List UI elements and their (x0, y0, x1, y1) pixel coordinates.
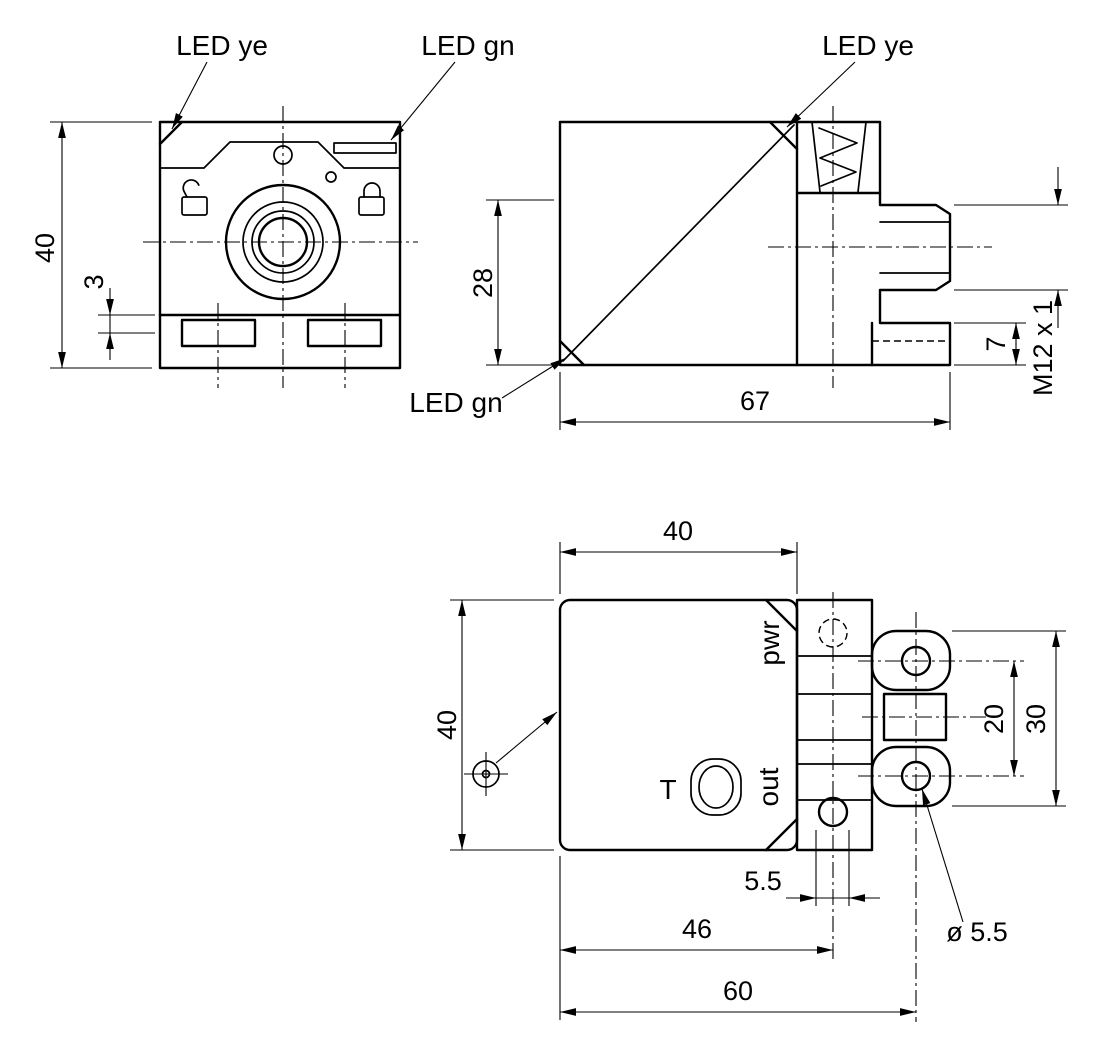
side-dim-foot-height: 7 (954, 322, 1026, 366)
side-centerlines (768, 106, 992, 388)
pwr-led-label: pwr (754, 620, 785, 665)
top-dim-slot-width: 5.5 (744, 830, 880, 906)
front-dim-height-value: 40 (30, 233, 60, 263)
front-led-gn-callout: LED gn (390, 30, 515, 141)
side-led-gn-label: LED gn (409, 387, 502, 418)
side-led-ye-label: LED ye (822, 30, 914, 61)
front-led-ye-callout: LED ye (171, 30, 268, 130)
top-dim-overall: 60 (560, 976, 916, 1016)
side-dim-length: 67 (559, 372, 951, 430)
clamp-edge (857, 121, 867, 193)
side-dim-length-value: 67 (740, 386, 770, 416)
top-dim-hole-diameter-value: ø 5.5 (946, 917, 1008, 947)
top-dim-hole-spacing-value: 20 (979, 704, 1009, 734)
front-led-gn-window (333, 142, 397, 154)
side-view: 28 67 7 M12 x 1 LED ye LED gn (409, 30, 1068, 430)
leader-line (495, 711, 558, 764)
side-cable-clamp (795, 121, 882, 195)
unlock-icon (181, 179, 208, 216)
top-hidden-hole (818, 618, 848, 648)
unlock-shackle (182, 179, 200, 198)
front-top-contour (159, 141, 401, 169)
top-dim-slot-width-value: 5.5 (744, 866, 782, 896)
side-dim-face-offset-value: 28 (468, 268, 498, 298)
leader-line (786, 61, 856, 128)
side-dim-foot-height-value: 7 (981, 336, 1011, 351)
top-out-led-chamfer (764, 817, 799, 852)
side-led-ye-callout: LED ye (786, 30, 914, 128)
front-dim-slot-depth: 3 (79, 274, 155, 360)
side-dim-thread: M12 x 1 (954, 167, 1068, 396)
top-block-edges (796, 655, 873, 801)
teach-button-label: T (659, 774, 676, 805)
side-dim-thread-value: M12 x 1 (1028, 300, 1058, 396)
leader-line (921, 788, 964, 923)
front-indicator-hole (325, 171, 337, 183)
top-dim-screw-center-value: 46 (682, 914, 712, 944)
top-sensing-point-symbol (464, 711, 558, 796)
top-dim-bracket-span: 30 (952, 630, 1066, 807)
side-led-gn-callout: LED gn (409, 357, 567, 418)
top-dim-hole-diameter: ø 5.5 (921, 788, 1008, 947)
lock-shackle (363, 182, 381, 198)
top-dim-body-depth-value: 40 (432, 710, 462, 740)
front-centerlines (143, 106, 418, 388)
top-dim-body-depth: 40 (432, 599, 554, 851)
clamp-zigzag (818, 127, 858, 187)
top-dim-body-width-value: 40 (663, 516, 693, 546)
top-dim-hole-spacing: 20 (979, 661, 1018, 776)
top-dim-overall-value: 60 (723, 976, 753, 1006)
leader-line (171, 61, 208, 130)
top-teach-button (690, 758, 742, 816)
side-body-outline (558, 120, 952, 367)
top-centerlines (832, 592, 1024, 1022)
front-led-ye-label: LED ye (176, 30, 268, 61)
top-dim-body-width: 40 (559, 516, 798, 594)
front-body-outline (158, 120, 402, 370)
lock-icon (358, 182, 385, 216)
leader-line (501, 357, 567, 399)
side-m12-connector (879, 221, 951, 274)
teach-button-face (698, 765, 734, 809)
out-led-label: out (753, 767, 784, 806)
top-connector-block (795, 598, 874, 852)
top-view: T pwr out 40 40 20 30 (432, 516, 1066, 1022)
front-led-gn-label: LED gn (421, 30, 514, 61)
teach-button-outline (690, 758, 742, 816)
front-view: 40 3 LED ye LED gn (30, 30, 515, 388)
lock-body (358, 196, 385, 216)
front-dim-slot-depth-value: 3 (79, 274, 109, 289)
top-dim-bracket-span-value: 30 (1021, 704, 1051, 734)
leader-line (390, 61, 456, 141)
top-screw-hole (817, 796, 849, 828)
unlock-body (181, 196, 208, 216)
side-dim-face-offset: 28 (468, 199, 554, 366)
clamp-edge (811, 121, 821, 193)
side-face-diagonal (562, 124, 795, 362)
front-dim-height: 40 (30, 121, 152, 369)
top-dim-screw-center: 46 (559, 856, 833, 1020)
top-pwr-led-chamfer (764, 598, 799, 633)
